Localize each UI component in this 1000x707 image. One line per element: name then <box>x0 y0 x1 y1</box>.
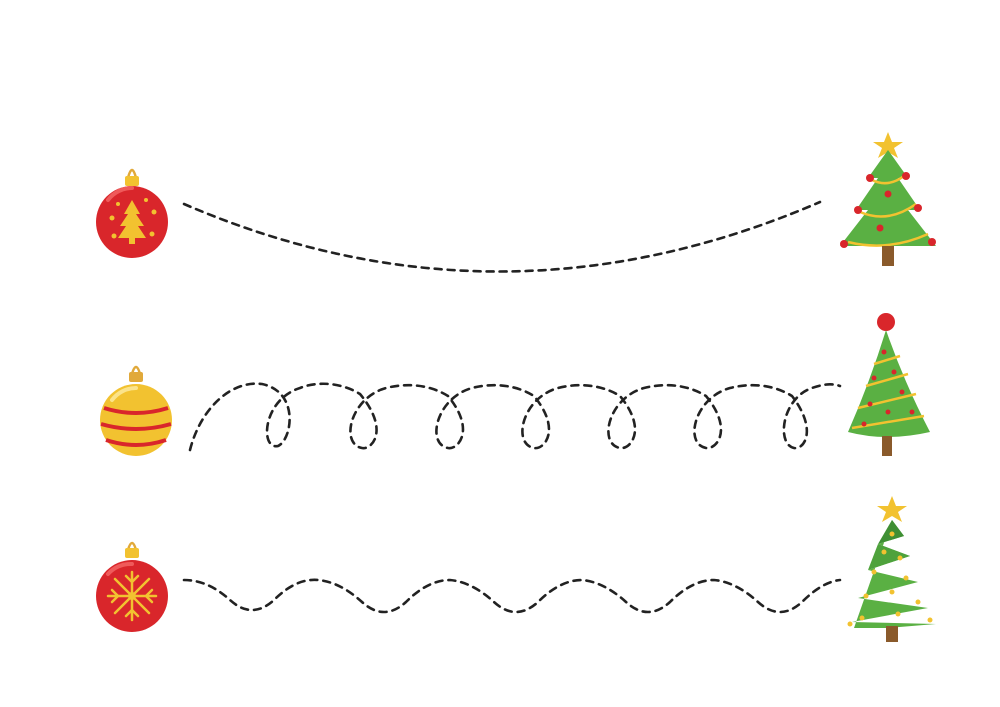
red-ornament-with-tree-icon <box>92 160 172 264</box>
zigzag-christmas-tree-icon <box>838 494 948 646</box>
red-snowflake-ornament-icon <box>92 534 172 638</box>
decorated-christmas-tree-icon <box>832 128 944 278</box>
yellow-striped-ornament-icon <box>96 358 176 462</box>
cone-christmas-tree-icon <box>844 312 934 462</box>
